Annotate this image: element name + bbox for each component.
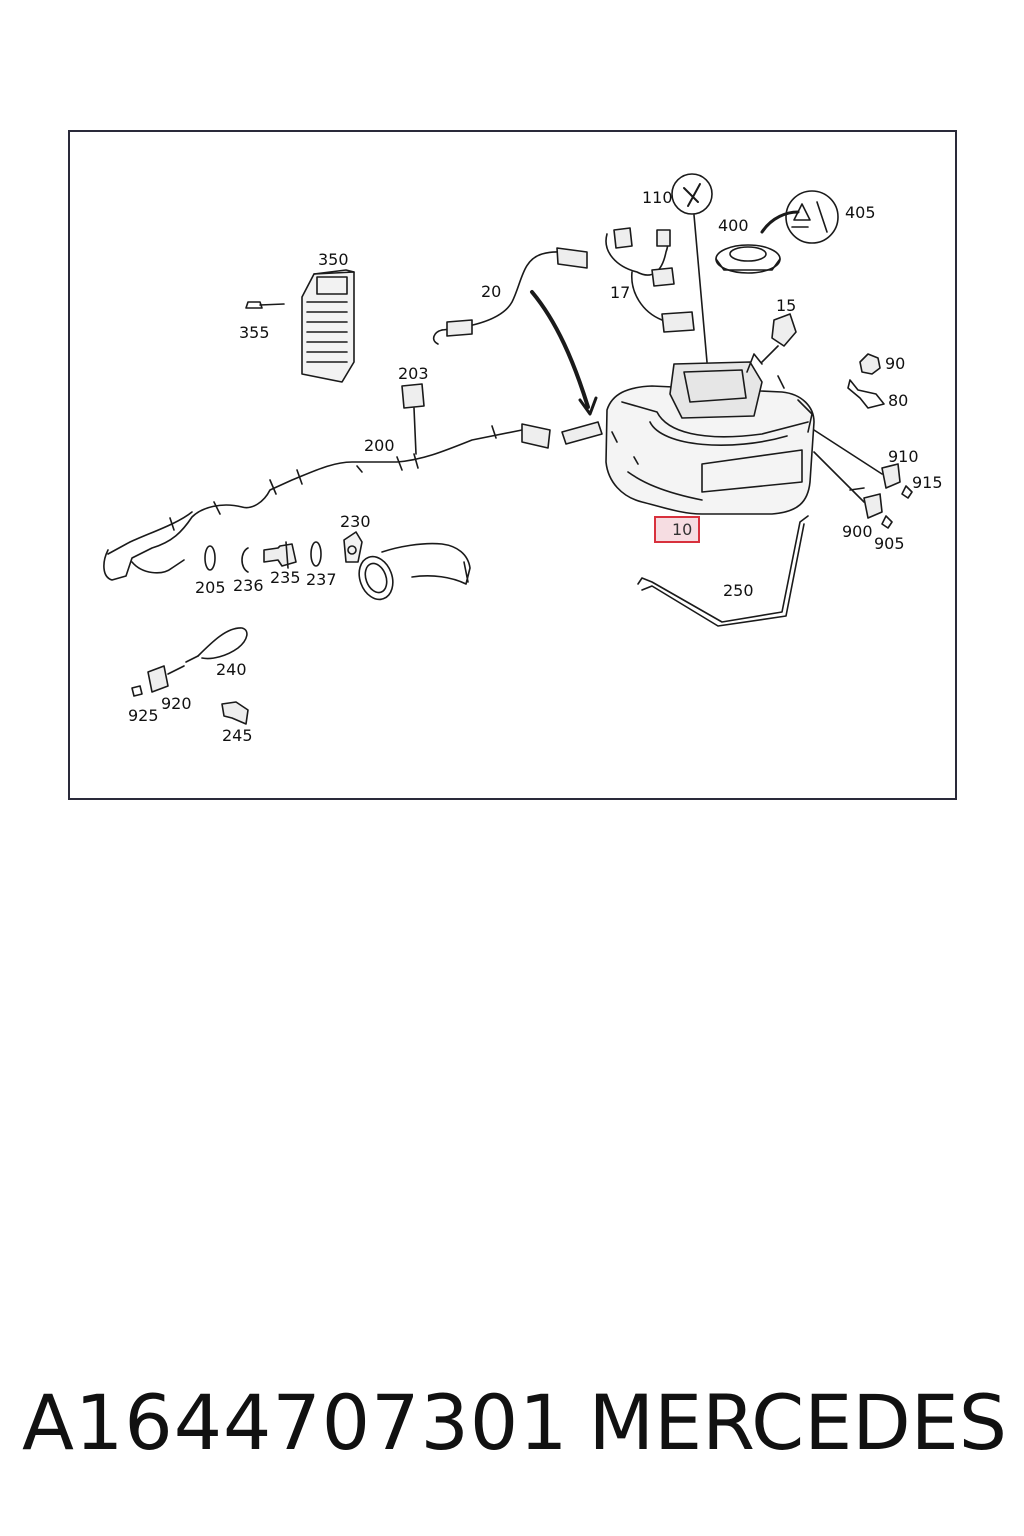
callout-17[interactable]: 17 [610, 283, 631, 302]
callout-203[interactable]: 203 [398, 364, 429, 383]
callout-90[interactable]: 90 [885, 354, 906, 373]
part-235-valve [263, 541, 297, 569]
callout-235[interactable]: 235 [270, 568, 301, 587]
brand-name: MERCEDES [588, 1378, 1007, 1467]
callout-237[interactable]: 237 [306, 570, 337, 589]
part-90-nut [859, 353, 881, 375]
callout-905[interactable]: 905 [874, 534, 905, 553]
part-110-wrench-icon [671, 173, 713, 363]
part-236-clip [241, 547, 249, 573]
part-925-plug [131, 685, 143, 697]
callout-900[interactable]: 900 [842, 522, 873, 541]
callout-20[interactable]: 20 [481, 282, 502, 301]
callout-110[interactable]: 110 [642, 188, 673, 207]
part-203-clip [401, 383, 425, 455]
callout-355[interactable]: 355 [239, 323, 270, 342]
part-350-control-unit [301, 269, 355, 383]
callout-80[interactable]: 80 [888, 391, 909, 410]
callout-245[interactable]: 245 [222, 726, 253, 745]
callout-10-highlighted[interactable]: 10 [654, 516, 701, 543]
part-905-plug [881, 515, 893, 529]
part-355-bolt [245, 301, 285, 309]
part-filler-neck [358, 542, 471, 601]
callout-230[interactable]: 230 [340, 512, 371, 531]
part-230-flange [343, 531, 363, 563]
parts-diagram: 110 405 400 350 20 17 15 355 203 90 80 2… [68, 130, 957, 800]
callout-925[interactable]: 925 [128, 706, 159, 725]
part-number: A1644707301 [22, 1378, 569, 1467]
callout-400[interactable]: 400 [718, 216, 749, 235]
arrow-to-tank [530, 290, 598, 416]
callout-15[interactable]: 15 [776, 296, 797, 315]
callout-200[interactable]: 200 [364, 436, 395, 455]
callout-910[interactable]: 910 [888, 447, 919, 466]
part-245-clip [221, 701, 249, 725]
callout-405[interactable]: 405 [845, 203, 876, 222]
part-250-strap [637, 515, 809, 627]
part-17-harness [605, 227, 695, 333]
callout-350[interactable]: 350 [318, 250, 349, 269]
part-910-clip [813, 429, 901, 489]
part-80-bracket [847, 379, 885, 409]
part-15-connector [761, 313, 797, 363]
part-205-ring [204, 545, 216, 571]
callout-915[interactable]: 915 [912, 473, 943, 492]
part-10-tank [605, 353, 815, 515]
part-405-warning-label [785, 190, 839, 244]
part-900-clip [813, 451, 883, 519]
callout-250[interactable]: 250 [723, 581, 754, 600]
callout-236[interactable]: 236 [233, 576, 264, 595]
part-240-hose [185, 627, 248, 663]
part-400-filler-cap [715, 210, 800, 274]
callout-205[interactable]: 205 [195, 578, 226, 597]
part-237-ring [310, 541, 322, 567]
callout-920[interactable]: 920 [161, 694, 192, 713]
part-920-connector [147, 665, 185, 693]
diagram-drawing [103, 173, 913, 725]
footer: A1644707301 MERCEDES [22, 1378, 1007, 1467]
part-915-plug [901, 485, 913, 499]
part-200-fuel-line [103, 421, 603, 581]
part-20-cable [432, 247, 588, 345]
callout-240[interactable]: 240 [216, 660, 247, 679]
